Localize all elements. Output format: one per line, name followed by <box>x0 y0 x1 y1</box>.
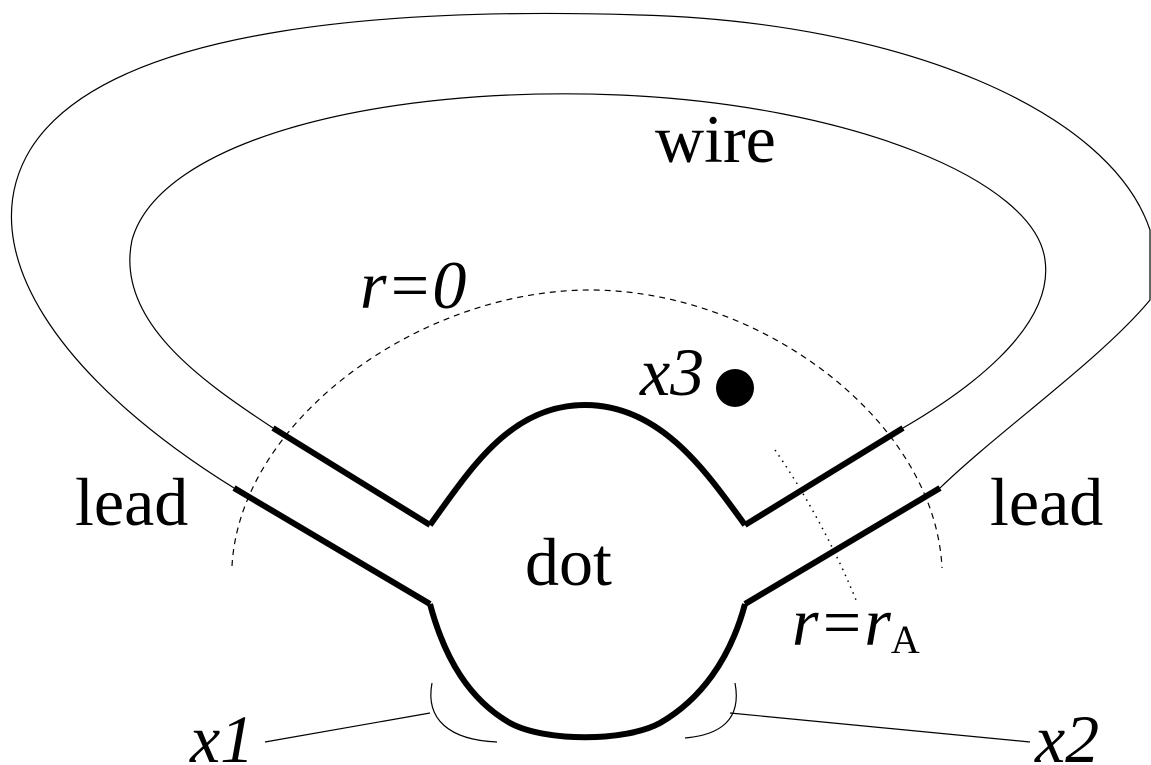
left-lead-lower-edge <box>232 485 432 607</box>
wire-inner-boundary <box>129 93 1047 429</box>
x2-label: x2 <box>1034 701 1099 765</box>
r-ra-subscript: A <box>891 617 920 662</box>
right-lead-label: lead <box>990 464 1103 540</box>
wire-label: wire <box>655 101 776 177</box>
r-ra-main-text: r=r <box>792 584 891 660</box>
r-ra-dotted-line <box>774 449 857 601</box>
x3-label: x3 <box>639 334 704 410</box>
dot-upper-boundary <box>427 401 748 527</box>
left-lead-label: lead <box>75 464 188 540</box>
x3-point <box>716 369 754 407</box>
x1-bracket <box>430 682 498 743</box>
dot-label: dot <box>525 524 612 600</box>
wire-outer-boundary <box>10 12 1151 489</box>
right-lead-upper-edge <box>743 425 905 528</box>
x2-pointer-line <box>729 712 1031 743</box>
x1-pointer-line <box>264 712 431 743</box>
x2-bracket <box>684 682 737 739</box>
x1-label: x1 <box>189 701 254 765</box>
right-lead-lower-edge <box>743 485 942 607</box>
left-lead-upper-edge <box>271 425 432 528</box>
r-ra-label: r=rA <box>792 584 920 662</box>
dot-lower-boundary <box>427 603 748 741</box>
r-zero-label: r=0 <box>360 247 466 323</box>
